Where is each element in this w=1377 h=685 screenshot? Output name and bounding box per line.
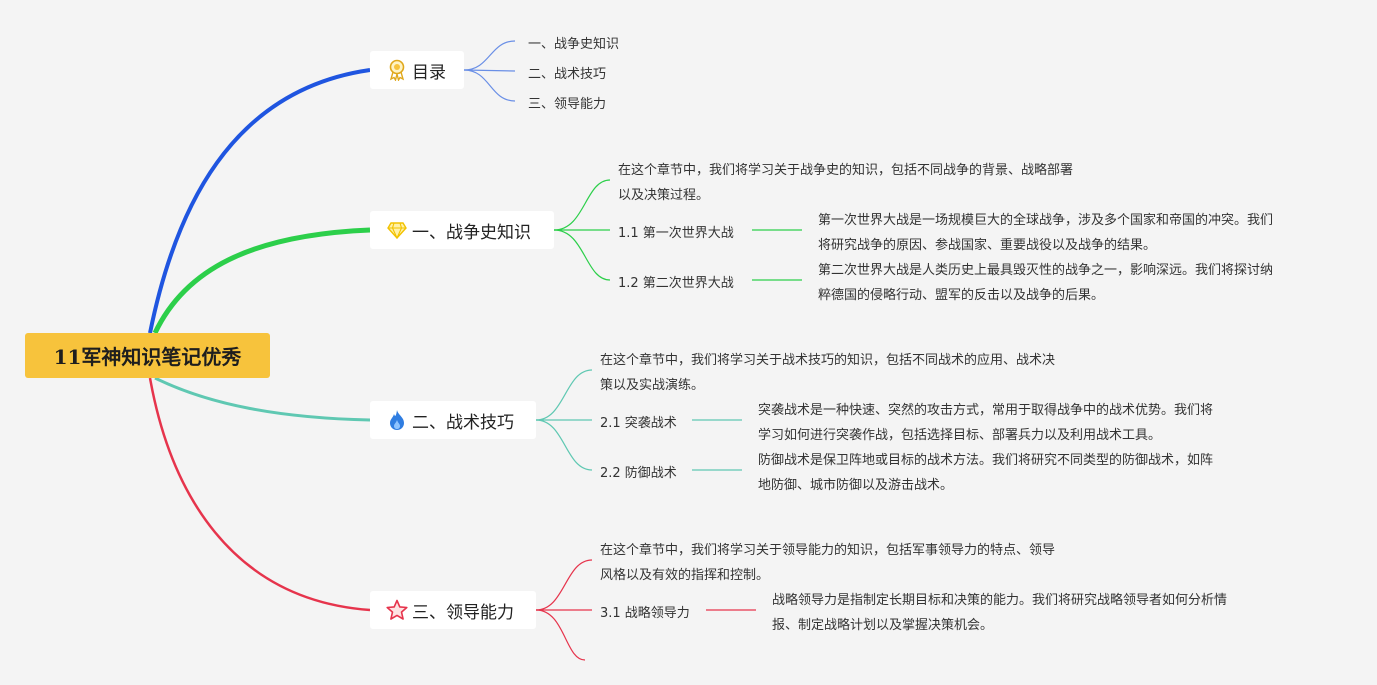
subtopic-description[interactable]: 第二次世界大战是人类历史上最具毁灭性的战争之一，影响深远。我们将探讨纳 粹德国的…: [818, 263, 1274, 303]
diamond-icon: [386, 219, 408, 241]
toc-sub-lines: [463, 40, 516, 102]
toc-node[interactable]: 目录: [370, 51, 464, 89]
subtopic-description[interactable]: 突袭战术是一种快速、突然的攻击方式，常用于取得战争中的战术优势。我们将 学习如何…: [758, 403, 1214, 443]
section-node-war-history[interactable]: 一、战争史知识: [370, 211, 554, 249]
branch-line-war-history: [152, 227, 371, 335]
toc-item[interactable]: 一、战争史知识: [528, 37, 620, 52]
branch-line-tactics: [154, 376, 371, 422]
section1-sub-lines: [553, 179, 802, 281]
subtopic-description[interactable]: 第一次世界大战是一场规模巨大的全球战争，涉及多个国家和帝国的冲突。我们 将研究战…: [818, 213, 1274, 253]
section-node-leadership[interactable]: 三、领导能力: [370, 591, 536, 629]
section2-sub-lines: [535, 369, 742, 471]
section-intro[interactable]: 在这个章节中，我们将学习关于战术技巧的知识，包括不同战术的应用、战术决 策以及实…: [600, 353, 1056, 393]
subtopic-description[interactable]: 防御战术是保卫阵地或目标的战术方法。我们将研究不同类型的防御战术，如阵 地防御、…: [758, 453, 1214, 493]
root-title: 11军神知识笔记优秀: [53, 345, 242, 369]
section-intro[interactable]: 在这个章节中，我们将学习关于领导能力的知识，包括军事领导力的特点、领导 风格以及…: [600, 543, 1056, 583]
subtopic-label[interactable]: 2.1 突袭战术: [600, 416, 677, 431]
subtopic-label[interactable]: 1.1 第一次世界大战: [618, 226, 734, 241]
section-label: 三、领导能力: [412, 602, 514, 623]
section-node-tactics[interactable]: 二、战术技巧: [370, 401, 536, 439]
toc-label: 目录: [412, 62, 446, 83]
section-intro[interactable]: 在这个章节中，我们将学习关于战争史的知识，包括不同战争的背景、战略部署 以及决策…: [618, 163, 1074, 203]
subtopic-label[interactable]: 1.2 第二次世界大战: [618, 276, 734, 291]
section-label: 一、战争史知识: [412, 222, 531, 243]
award-ribbon-icon: [386, 59, 408, 81]
toc-item[interactable]: 三、领导能力: [528, 97, 607, 112]
branch-line-toc: [148, 68, 371, 334]
subtopic-label[interactable]: 2.2 防御战术: [600, 466, 677, 481]
root-topic[interactable]: 11军神知识笔记优秀: [25, 333, 270, 378]
section-label: 二、战术技巧: [412, 412, 514, 433]
subtopic-description[interactable]: 战略领导力是指制定长期目标和决策的能力。我们将研究战略领导者如何分析情 报、制定…: [772, 593, 1228, 633]
section3-sub-lines: [535, 559, 756, 661]
subtopic-label[interactable]: 3.1 战略领导力: [600, 606, 690, 621]
star-outline-icon: [386, 599, 408, 621]
flame-icon: [386, 409, 408, 431]
toc-item[interactable]: 二、战术技巧: [528, 67, 607, 82]
branch-line-leadership: [148, 377, 371, 612]
